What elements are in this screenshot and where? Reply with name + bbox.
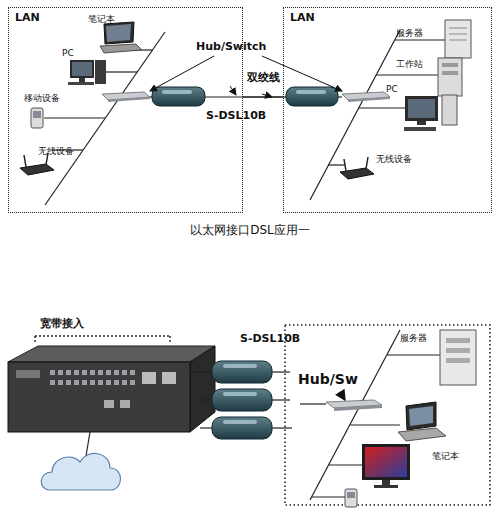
hub-icon bbox=[342, 92, 390, 102]
dsl-modem-icon bbox=[152, 87, 205, 106]
lan-title: LAN bbox=[290, 11, 315, 24]
device-label: Hub/Sw bbox=[298, 372, 358, 387]
wireless-router-icon bbox=[340, 157, 374, 179]
pc-icon bbox=[68, 60, 106, 85]
device-label: 工作站 bbox=[396, 60, 423, 70]
mobile-device-icon bbox=[31, 108, 43, 128]
edge-label: 双绞线 bbox=[247, 72, 280, 84]
device-label: Hub/Switch bbox=[196, 41, 266, 53]
device-label: 笔记本 bbox=[432, 452, 459, 462]
laptop-icon bbox=[100, 22, 142, 53]
workstation-icon bbox=[438, 58, 462, 96]
server-icon bbox=[440, 330, 476, 385]
bottom-lan-wiring bbox=[272, 330, 440, 500]
device-label: 移动设备 bbox=[24, 94, 60, 104]
figure-caption: 以太网接口DSL应用一 bbox=[0, 224, 500, 237]
broadband-bracket bbox=[35, 336, 170, 344]
internet-cloud bbox=[41, 432, 120, 490]
laptop-icon bbox=[398, 402, 446, 441]
device-label: PC bbox=[62, 49, 74, 59]
right-lan-wiring bbox=[283, 30, 445, 200]
device-label: 服务器 bbox=[396, 29, 423, 39]
lan-title: LAN bbox=[15, 11, 40, 24]
mobile-device-icon bbox=[345, 489, 357, 507]
server-icon bbox=[445, 20, 471, 58]
device-label: 笔记本 bbox=[88, 15, 115, 25]
device-label: 服务器 bbox=[400, 334, 427, 344]
twisted-pair-link bbox=[243, 96, 283, 97]
device-label: S-DSL10B bbox=[240, 333, 300, 345]
monitor-icon bbox=[362, 444, 410, 488]
lan-boundary bbox=[285, 325, 490, 505]
hub-icon bbox=[102, 92, 150, 102]
device-label: S-DSL10B bbox=[206, 110, 266, 122]
dsl-modem-icon bbox=[286, 87, 338, 106]
modem-stack bbox=[190, 361, 272, 439]
wireless-router-icon bbox=[20, 153, 54, 175]
device-label: 无线设备 bbox=[38, 147, 74, 157]
pc-icon bbox=[404, 95, 457, 131]
device-label: 无线设备 bbox=[376, 155, 412, 165]
dslam-device bbox=[8, 346, 215, 432]
device-label: 宽带接入 bbox=[40, 318, 84, 330]
device-label: PC bbox=[386, 85, 398, 95]
lan-boundary-box: LAN bbox=[283, 7, 492, 213]
hub-icon bbox=[326, 400, 382, 411]
